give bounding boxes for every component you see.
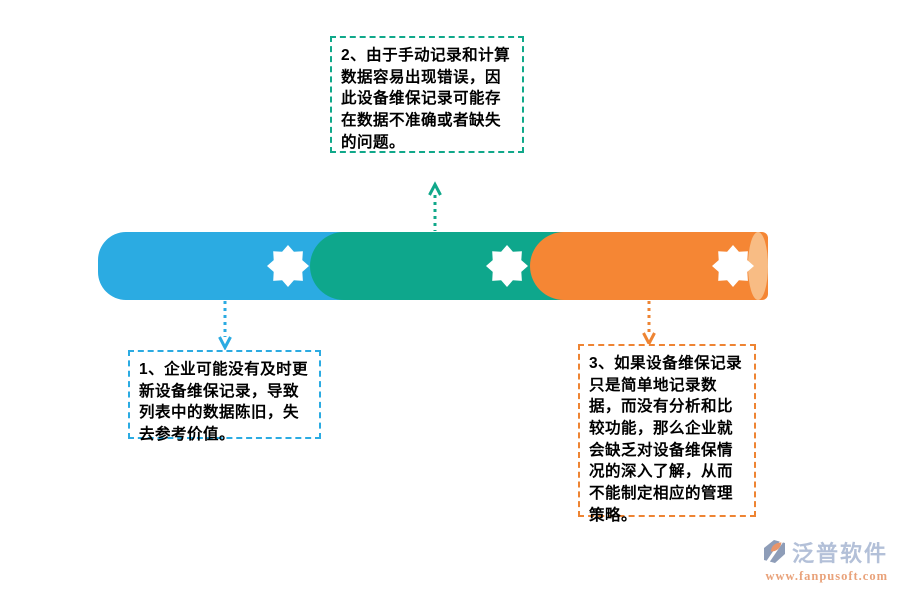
star-badge-icon — [712, 245, 754, 287]
star-badge-icon — [486, 245, 528, 287]
star-badge-icon — [267, 245, 309, 287]
brand-name: 泛普软件 — [791, 541, 888, 566]
brand-url: www.fanpusoft.com — [765, 569, 888, 583]
connector-arrow-down-left-icon — [218, 301, 232, 351]
brand-watermark: 泛普软件 www.fanpusoft.com — [758, 536, 888, 584]
callout-box-3: 3、如果设备维保记录只是简单地记录数据，而没有分析和比较功能，那么企业就会缺乏对… — [578, 344, 756, 524]
process-bar — [98, 232, 768, 300]
fanpu-logo-icon — [763, 540, 785, 564]
connector-arrow-up-icon — [428, 181, 442, 231]
bar-end-cap — [748, 232, 768, 300]
connector-arrow-down-right-icon — [642, 301, 656, 347]
callout-box-1: 1、企业可能没有及时更新设备维保记录，导致列表中的数据陈旧，失去参考价值。 — [128, 350, 321, 443]
callout-box-2: 2、由于手动记录和计算数据容易出现错误，因此设备维保记录可能存在数据不准确或者缺… — [330, 36, 524, 153]
